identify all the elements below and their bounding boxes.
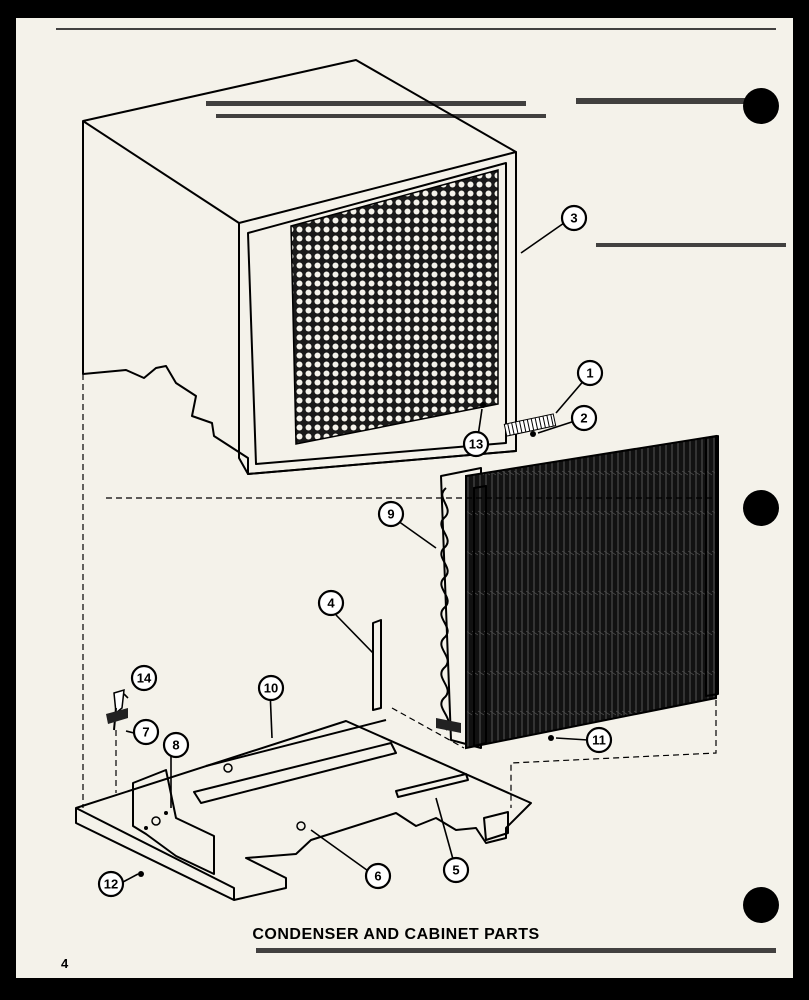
callout-1: 1 — [576, 359, 604, 387]
svg-text:5: 5 — [452, 863, 459, 878]
grille-icon — [290, 169, 499, 445]
svg-text:9: 9 — [387, 507, 394, 522]
scan-noise — [56, 28, 786, 953]
leader-lines — [122, 222, 589, 883]
bracket-icon — [372, 619, 382, 711]
svg-text:10: 10 — [264, 681, 278, 696]
svg-text:12: 12 — [104, 877, 118, 892]
callout-7: 7 — [132, 718, 160, 746]
parts-sheet: 1 2 3 4 5 6 7 8 9 10 11 12 13 14 CONDENS… — [16, 18, 793, 978]
svg-text:13: 13 — [469, 437, 483, 452]
callout-12: 12 — [97, 870, 125, 898]
screw-icon — [106, 402, 554, 877]
callout-13: 13 — [462, 430, 490, 458]
exploded-diagram: 1 2 3 4 5 6 7 8 9 10 11 12 13 14 — [56, 28, 786, 953]
condenser-coil-icon — [436, 434, 719, 750]
svg-text:6: 6 — [374, 869, 381, 884]
callout-3: 3 — [560, 204, 588, 232]
filter-strip-icon — [503, 413, 557, 437]
callout-14: 14 — [130, 664, 158, 692]
svg-text:3: 3 — [570, 211, 577, 226]
svg-text:2: 2 — [580, 411, 587, 426]
callout-2: 2 — [570, 404, 598, 432]
callout-4: 4 — [317, 589, 345, 617]
cabinet-icon — [82, 59, 517, 475]
svg-text:11: 11 — [592, 733, 606, 748]
svg-text:14: 14 — [137, 671, 152, 686]
base-pan-icon — [75, 719, 532, 901]
svg-text:1: 1 — [586, 366, 593, 381]
svg-text:7: 7 — [142, 725, 149, 740]
callout-9: 9 — [377, 500, 405, 528]
callout-10: 10 — [257, 674, 285, 702]
page-title: CONDENSER AND CABINET PARTS — [252, 926, 540, 943]
callout-6: 6 — [364, 862, 392, 890]
svg-text:8: 8 — [172, 738, 179, 753]
assembly-lines — [82, 374, 717, 808]
page-number: 4 — [61, 956, 69, 971]
svg-text:4: 4 — [327, 596, 335, 611]
binder-holes — [743, 88, 779, 923]
callout-8: 8 — [162, 731, 190, 759]
callout-5: 5 — [442, 856, 470, 884]
callout-11: 11 — [585, 726, 613, 754]
